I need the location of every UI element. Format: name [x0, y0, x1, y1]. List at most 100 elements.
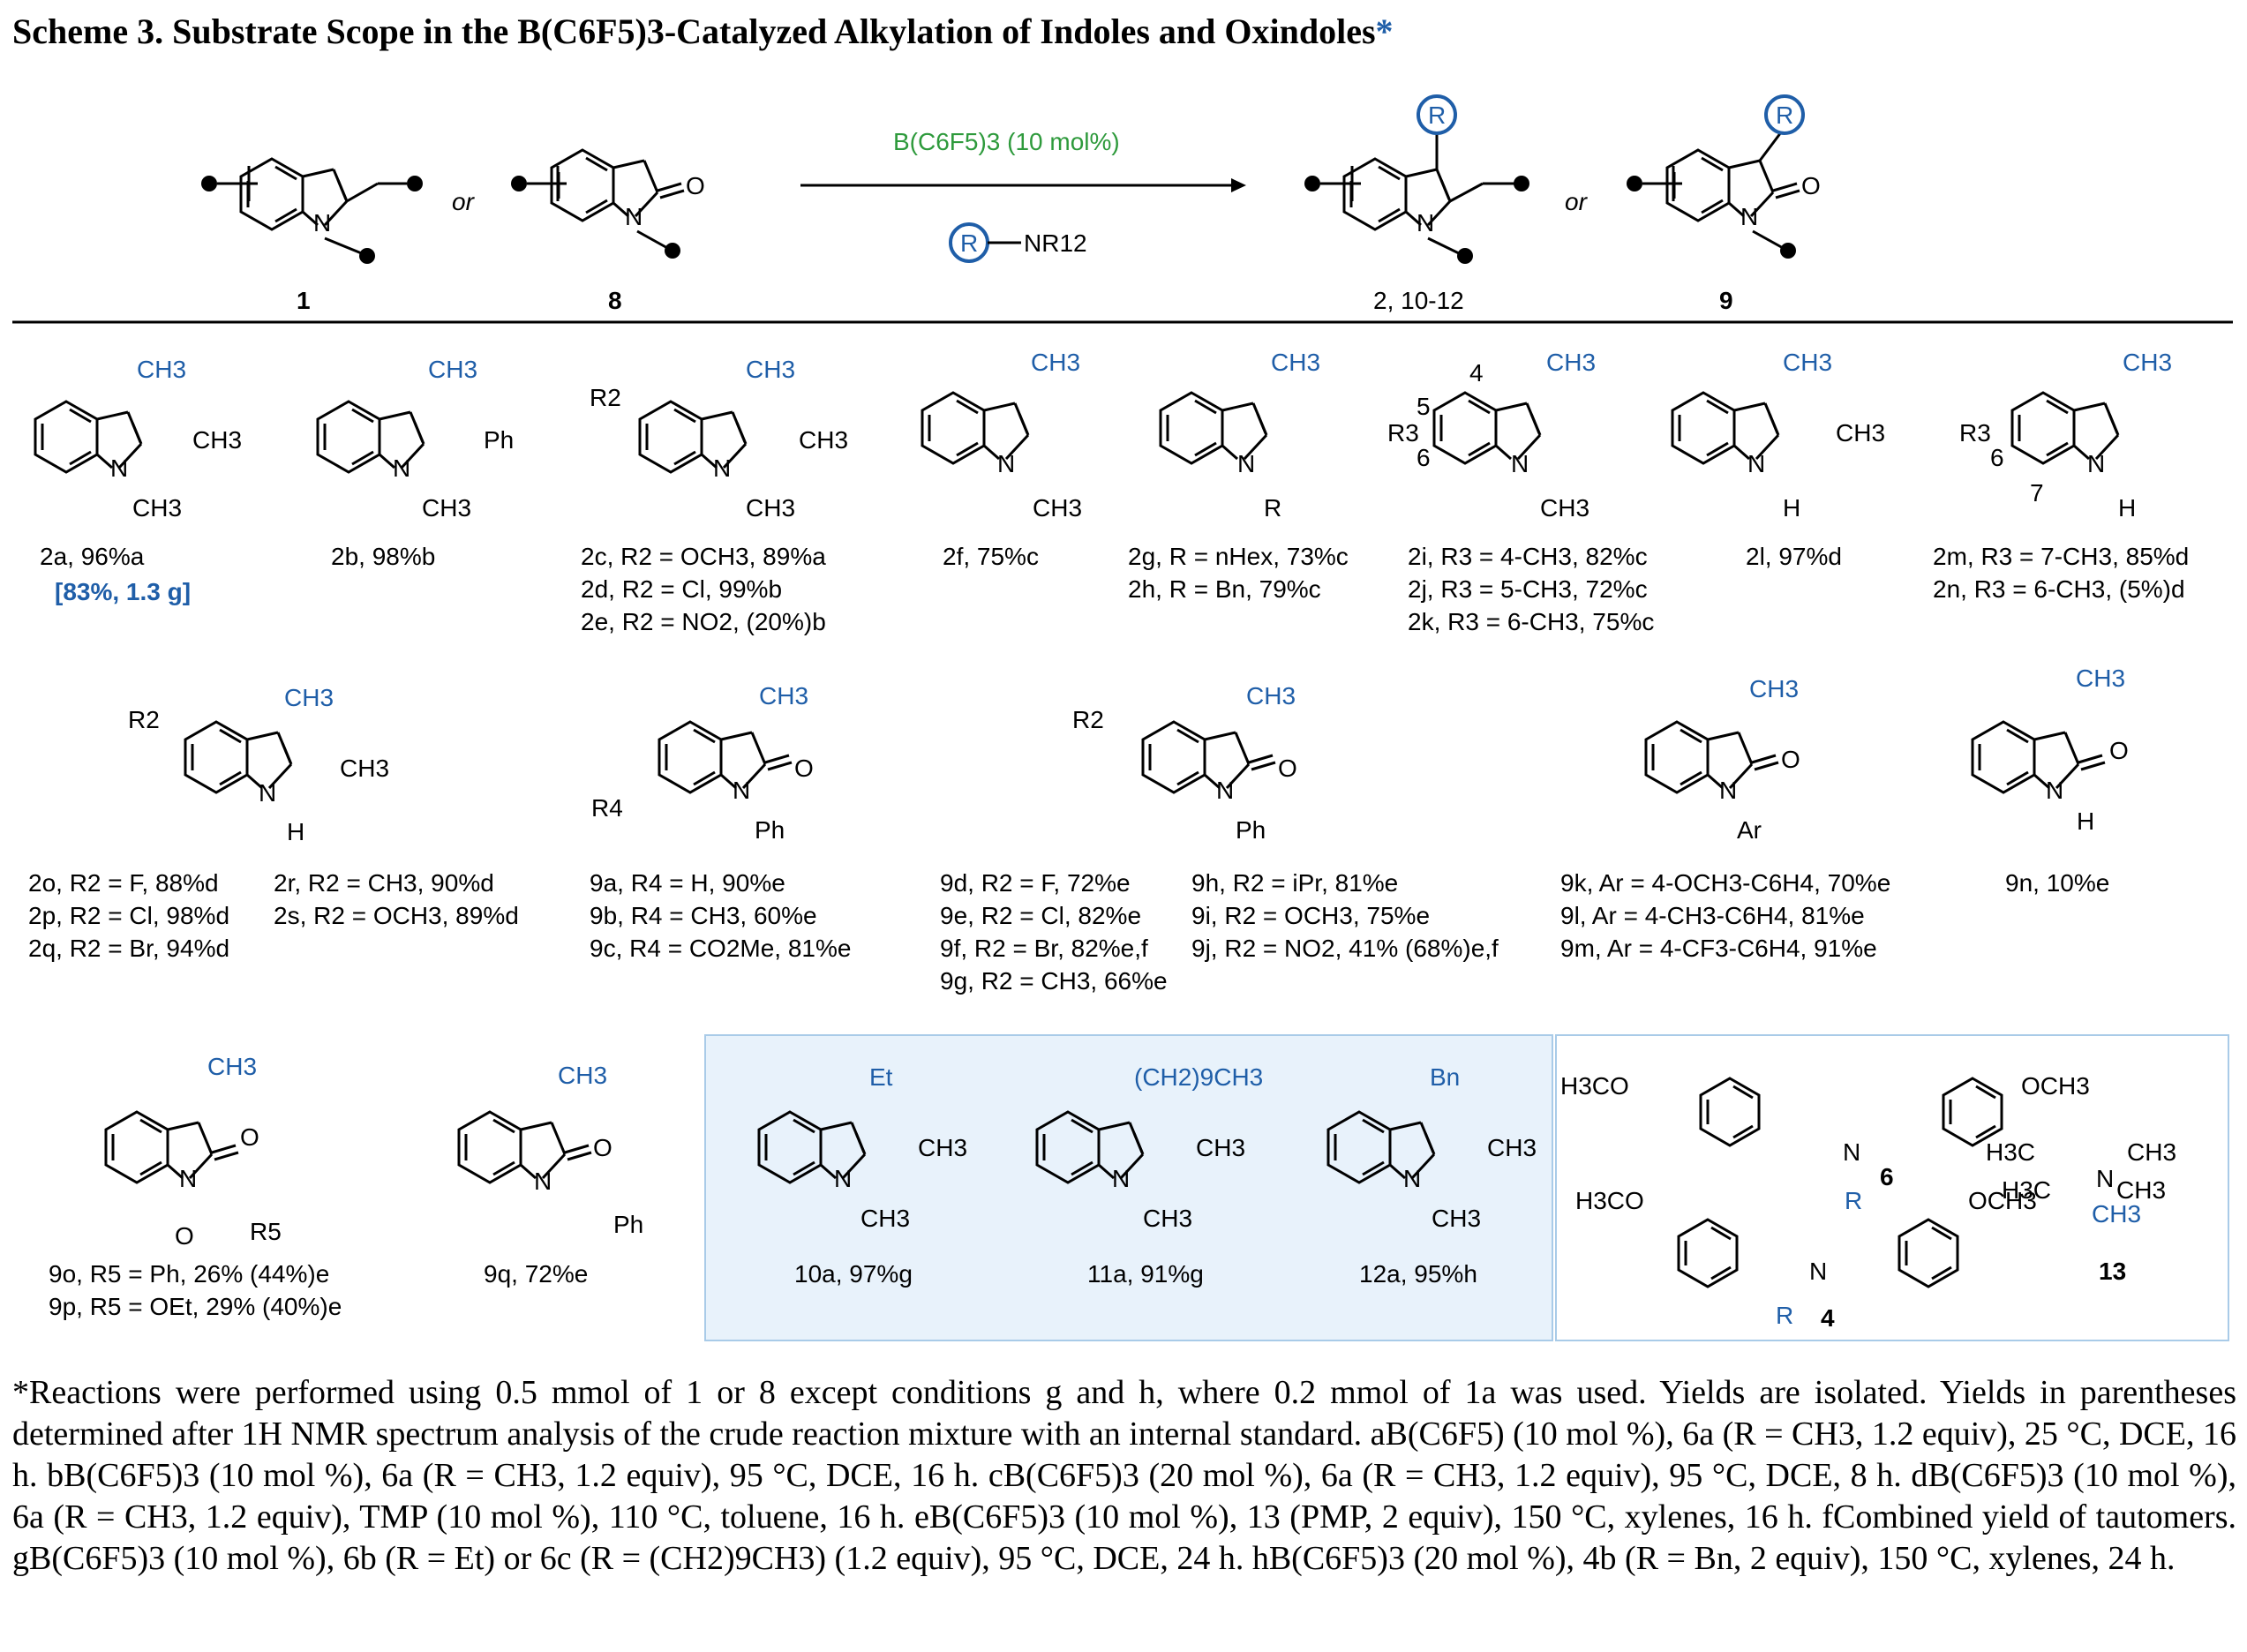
label-2h: 2h, R = Bn, 79%c	[1128, 575, 1321, 603]
sm-oxindole-structure: O N	[511, 148, 705, 259]
svg-text:H3CO: H3CO	[1575, 1187, 1644, 1214]
svg-text:CH3: CH3	[1836, 419, 1885, 447]
label-2n: 2n, R3 = 6-CH3, (5%)d	[1933, 575, 2185, 603]
label-10a: 10a, 97%g	[794, 1260, 913, 1288]
label-2q: 2q, R2 = Br, 94%d	[28, 935, 230, 962]
prod-indole-structure: R N	[1304, 94, 1529, 264]
svg-text:CH3: CH3	[137, 356, 186, 383]
svg-text:CH3: CH3	[207, 1053, 257, 1080]
label-9l: 9l, Ar = 4-CH3-C6H4, 81%e	[1560, 902, 1865, 929]
svg-text:N: N	[313, 209, 331, 237]
svg-text:CH3: CH3	[132, 494, 182, 522]
svg-text:N: N	[1809, 1258, 1827, 1285]
svg-text:CH3: CH3	[1546, 349, 1596, 376]
label-reagent-4: 4	[1821, 1304, 1835, 1332]
svg-text:CH3: CH3	[284, 684, 334, 711]
svg-text:O: O	[175, 1222, 194, 1250]
label-2b: 2b, 98%b	[331, 543, 436, 570]
svg-text:O: O	[2109, 737, 2129, 764]
label-11a: 11a, 91%g	[1087, 1260, 1204, 1288]
svg-text:H: H	[2118, 494, 2136, 522]
svg-text:R: R	[1776, 1302, 1793, 1329]
reagent-label: NR12	[1024, 229, 1087, 257]
svg-text:N: N	[1237, 450, 1255, 477]
svg-text:N: N	[2096, 1165, 2114, 1192]
svg-text:H: H	[287, 818, 304, 845]
svg-text:CH3: CH3	[1783, 349, 1832, 376]
svg-text:Bn: Bn	[1430, 1063, 1460, 1091]
svg-text:CH3: CH3	[558, 1062, 607, 1089]
label-2l: 2l, 97%d	[1746, 543, 1842, 570]
svg-text:N: N	[834, 1165, 852, 1192]
label-2d: 2d, R2 = Cl, 99%b	[581, 575, 783, 603]
label-reagent-6: 6	[1880, 1163, 1894, 1190]
label-9m: 9m, Ar = 4-CF3-C6H4, 91%e	[1560, 935, 1877, 962]
scheme-title: Scheme 3. Substrate Scope in the B(C6F5)…	[12, 11, 1394, 51]
svg-text:N: N	[1216, 777, 1234, 804]
svg-text:N: N	[625, 203, 643, 230]
svg-text:7: 7	[2030, 479, 2044, 507]
label-1: 1	[297, 287, 311, 314]
r-circle-oxindole: R	[1776, 101, 1793, 129]
svg-text:Ph: Ph	[1236, 816, 1266, 844]
label-2k: 2k, R3 = 6-CH3, 75%c	[1408, 608, 1655, 635]
svg-text:CH3: CH3	[1031, 349, 1080, 376]
svg-text:N: N	[534, 1168, 552, 1195]
svg-text:N: N	[1403, 1165, 1421, 1192]
svg-text:N: N	[2087, 450, 2105, 477]
svg-text:N: N	[1843, 1138, 1860, 1166]
label-2e: 2e, R2 = NO2, (20%)b	[581, 608, 826, 635]
label-9o: 9o, R5 = Ph, 26% (44%)e	[49, 1260, 330, 1288]
svg-text:H3C: H3C	[1986, 1138, 2035, 1166]
svg-text:N: N	[2046, 777, 2063, 804]
r-circle-indole: R	[1428, 101, 1446, 129]
label-12a: 12a, 95%h	[1359, 1260, 1477, 1288]
svg-text:N: N	[1112, 1165, 1130, 1192]
svg-text:R: R	[1845, 1187, 1862, 1214]
svg-text:N: N	[733, 777, 750, 804]
or-text-2: or	[1565, 188, 1589, 215]
svg-text:CH3: CH3	[2092, 1200, 2141, 1228]
svg-text:O: O	[1801, 172, 1821, 199]
svg-text:Ar: Ar	[1737, 816, 1762, 844]
svg-text:N: N	[997, 450, 1015, 477]
label-9g: 9g, R2 = CH3, 66%e	[940, 967, 1168, 995]
svg-text:CH3: CH3	[860, 1205, 910, 1232]
label-9p: 9p, R5 = OEt, 29% (40%)e	[49, 1293, 342, 1320]
label-2m: 2m, R3 = 7-CH3, 85%d	[1933, 543, 2190, 570]
svg-text:CH3: CH3	[759, 682, 808, 710]
label-2-10-12: 2, 10-12	[1373, 287, 1464, 314]
svg-text:N: N	[1740, 203, 1758, 230]
label-2r: 2r, R2 = CH3, 90%d	[274, 869, 494, 897]
svg-text:H3CO: H3CO	[1560, 1072, 1629, 1100]
label-2a: 2a, 96%a	[40, 543, 145, 570]
label-9i: 9i, R2 = OCH3, 75%e	[1191, 902, 1431, 929]
svg-text:CH3: CH3	[1271, 349, 1320, 376]
svg-text:N: N	[1747, 450, 1765, 477]
svg-text:N: N	[393, 454, 410, 482]
label-2j: 2j, R3 = 5-CH3, 72%c	[1408, 575, 1648, 603]
svg-text:CH3: CH3	[1143, 1205, 1192, 1232]
label-9e: 9e, R2 = Cl, 82%e	[940, 902, 1142, 929]
label-9f: 9f, R2 = Br, 82%e,f	[940, 935, 1148, 962]
svg-text:R2: R2	[1072, 706, 1104, 733]
label-9d: 9d, R2 = F, 72%e	[940, 869, 1131, 897]
catalyst-label: B(C6F5)3 (10 mol%)	[893, 128, 1120, 155]
label-2s: 2s, R2 = OCH3, 89%d	[274, 902, 519, 929]
label-2i: 2i, R3 = 4-CH3, 82%c	[1408, 543, 1648, 570]
svg-text:(CH2)9CH3: (CH2)9CH3	[1134, 1063, 1263, 1091]
svg-text:CH3: CH3	[1749, 675, 1799, 702]
label-2c: 2c, R2 = OCH3, 89%a	[581, 543, 826, 570]
svg-text:CH3: CH3	[1487, 1134, 1537, 1161]
svg-text:CH3: CH3	[422, 494, 471, 522]
label-9c: 9c, R4 = CO2Me, 81%e	[590, 935, 852, 962]
label-8: 8	[608, 287, 622, 314]
svg-text:CH3: CH3	[918, 1134, 967, 1161]
label-9a: 9a, R4 = H, 90%e	[590, 869, 785, 897]
svg-text:CH3: CH3	[799, 426, 848, 454]
svg-text:CH3: CH3	[2076, 665, 2125, 692]
label-9n: 9n, 10%e	[2005, 869, 2110, 897]
svg-text:R4: R4	[591, 794, 623, 822]
svg-text:N: N	[110, 454, 128, 482]
svg-text:O: O	[240, 1123, 259, 1151]
